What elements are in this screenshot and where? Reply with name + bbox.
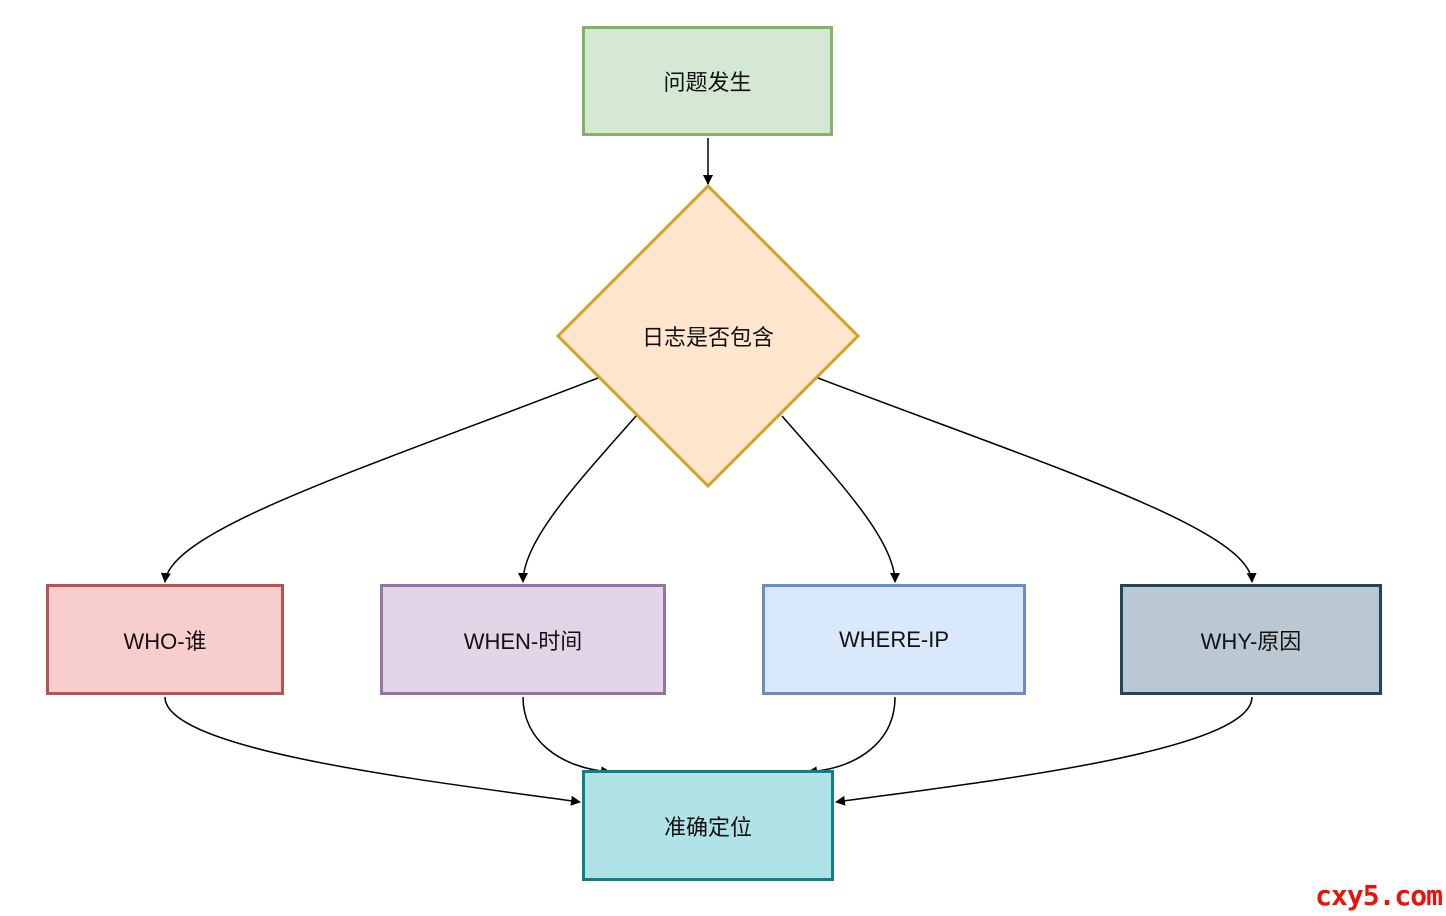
node-where-label: WHERE-IP — [839, 626, 949, 652]
node-start-label: 问题发生 — [663, 70, 752, 95]
diamond-node-decision[interactable] — [555, 183, 861, 489]
edge-decision-why — [817, 377, 1257, 583]
edge-decision-who — [160, 377, 599, 583]
edge-why-end — [835, 696, 1253, 806]
node-end-label: 准确定位 — [663, 814, 752, 840]
node-when[interactable]: WHEN-时间 — [380, 584, 666, 695]
edge-where-end — [807, 696, 896, 777]
edge-when-end — [522, 696, 611, 777]
edge-decision-when — [518, 415, 637, 583]
edge-decision-where — [781, 415, 900, 583]
node-who[interactable]: WHO-谁 — [46, 584, 284, 695]
node-start[interactable]: 问题发生 — [582, 26, 833, 136]
node-when-label: WHEN-时间 — [463, 628, 583, 654]
node-why[interactable]: WHY-原因 — [1120, 584, 1382, 695]
node-decision-label: 日志是否包含 — [641, 325, 774, 350]
node-where[interactable]: WHERE-IP — [762, 584, 1026, 695]
node-why-label: WHY-原因 — [1200, 628, 1302, 654]
node-end[interactable]: 准确定位 — [582, 770, 834, 881]
edge-who-end — [164, 696, 581, 806]
watermark-text: cxy5.com — [1315, 879, 1443, 912]
node-who-label: WHO-谁 — [123, 628, 207, 654]
decision-label-box: 日志是否包含 — [557, 306, 859, 366]
